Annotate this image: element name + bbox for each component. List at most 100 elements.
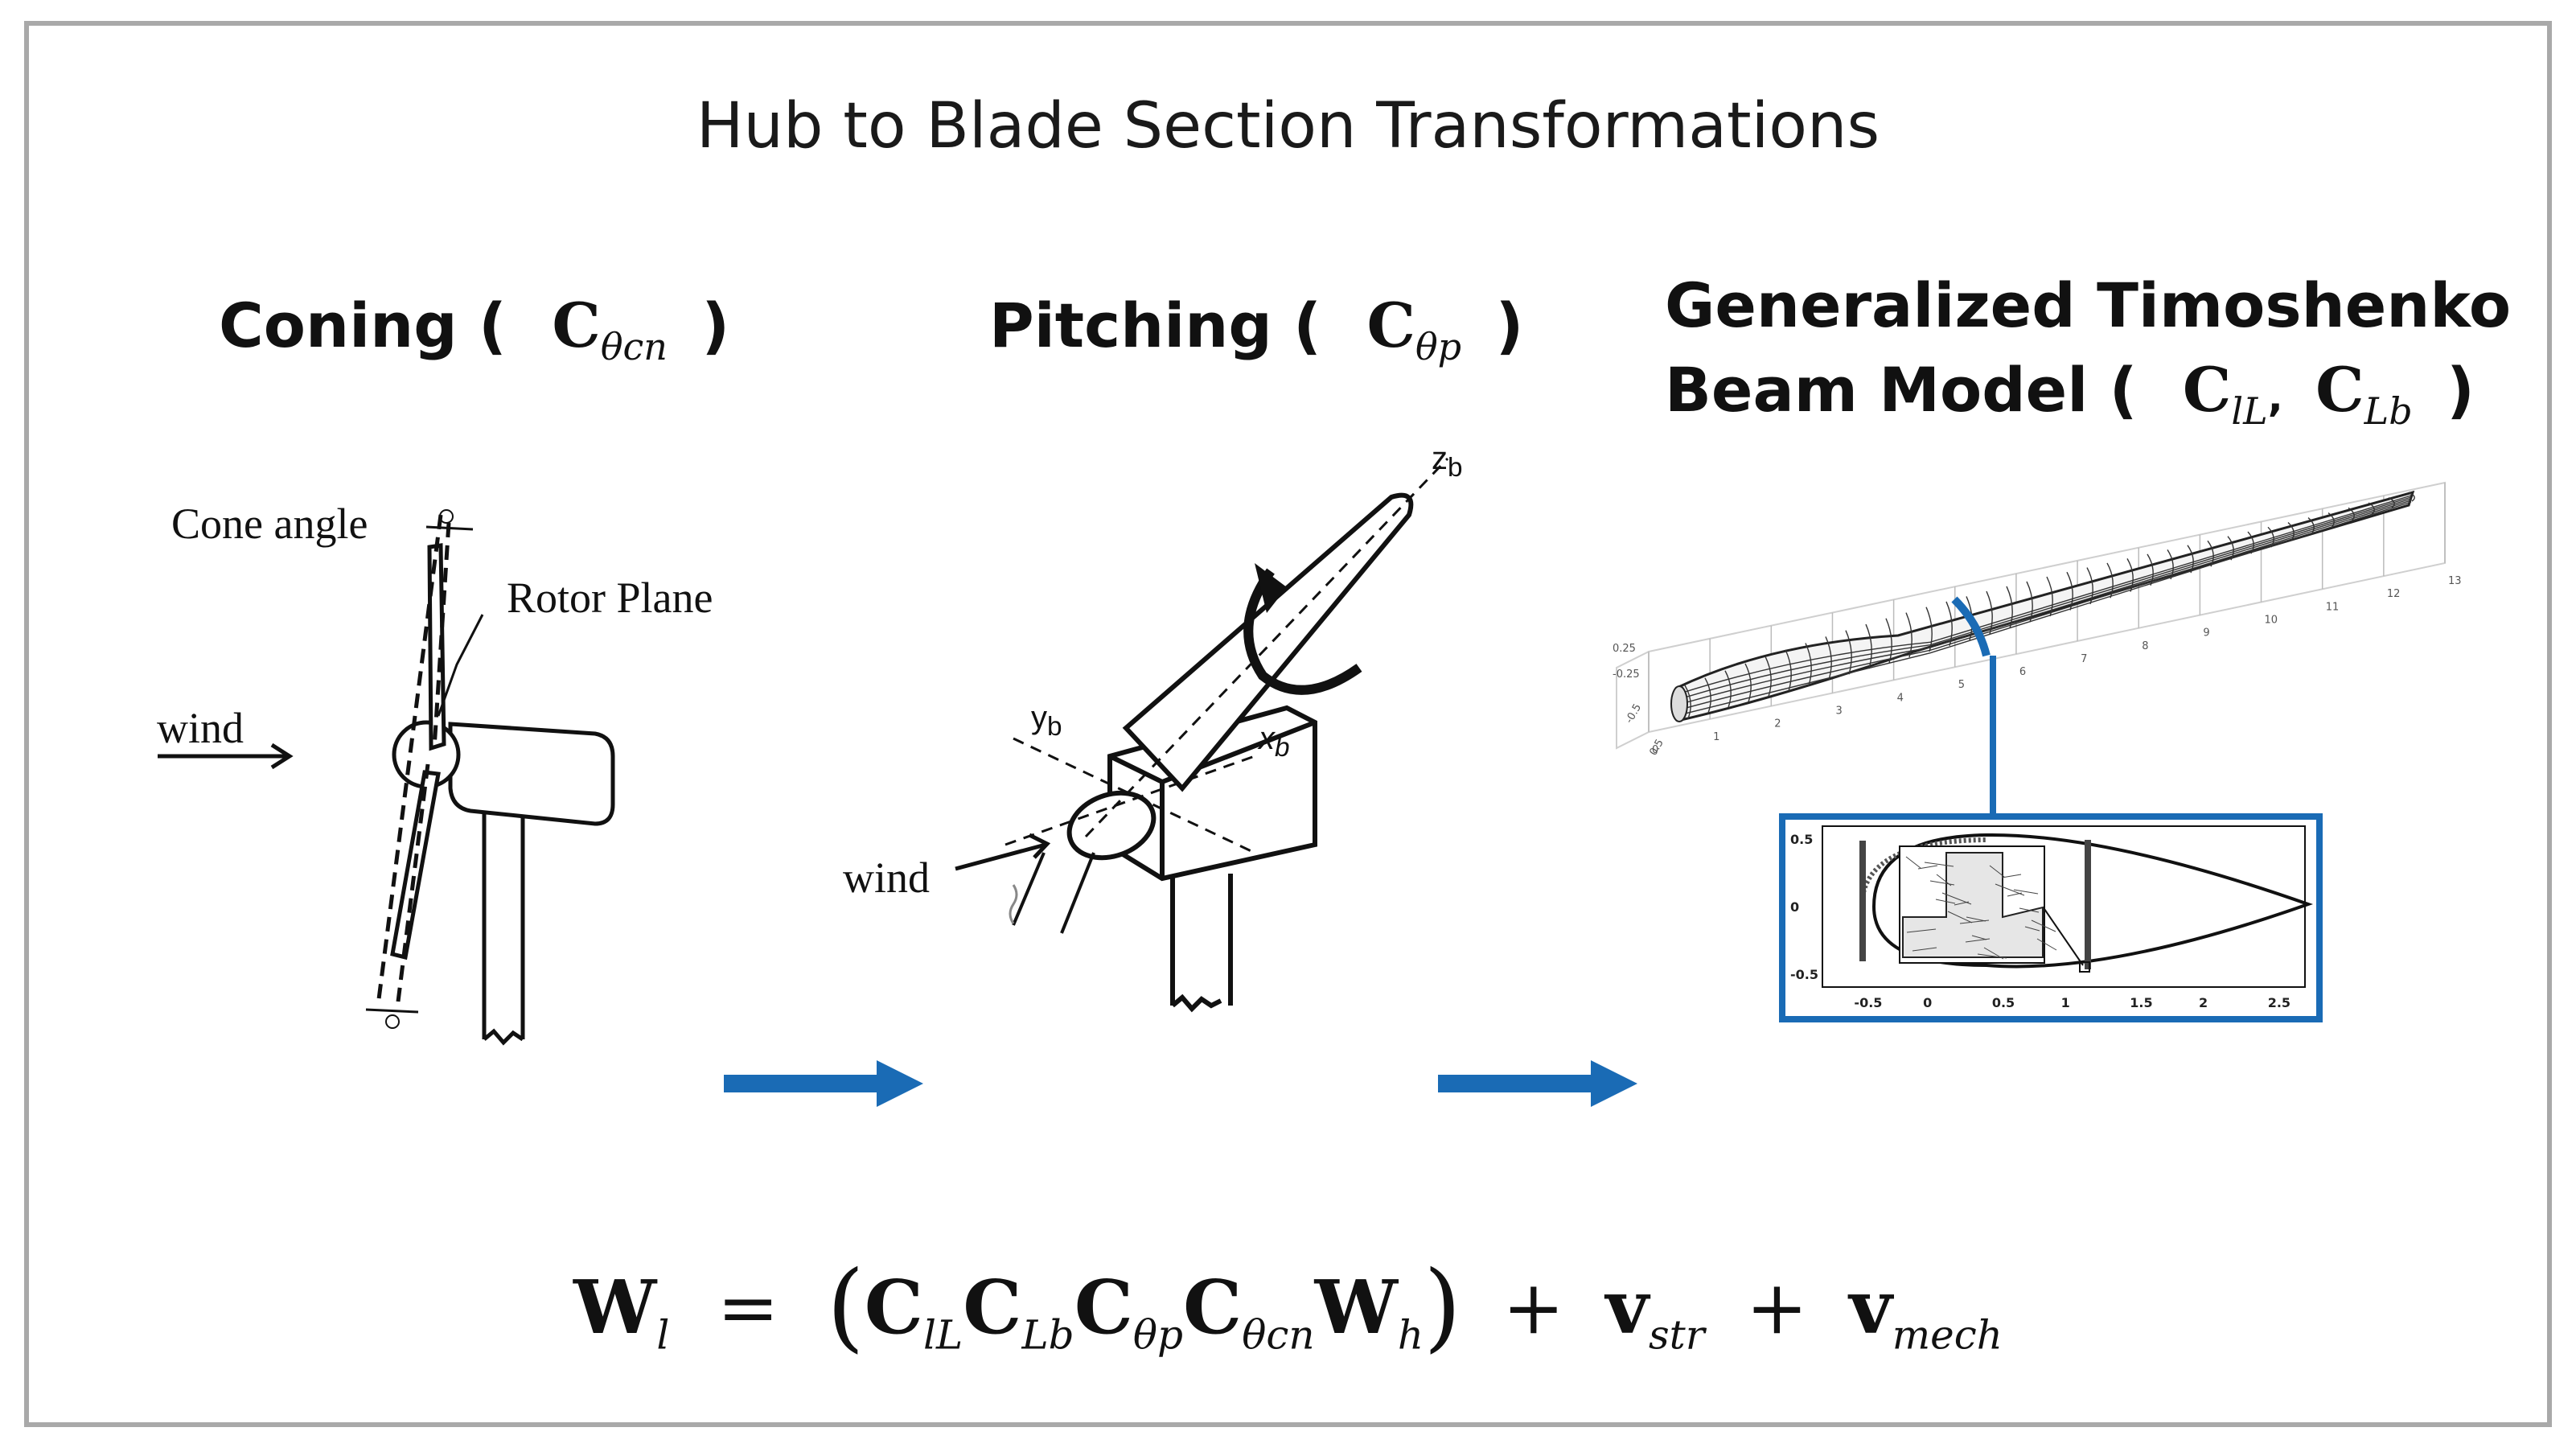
mesh-zoom-edge xyxy=(2019,907,2040,913)
pitching-wind-arrow-shaft xyxy=(955,842,1046,871)
beam-mesh-rib xyxy=(2066,571,2073,611)
y-axis-line xyxy=(1013,737,1255,854)
rotor-plane-line xyxy=(376,514,443,1006)
transformation-equation: Wl = (ClLCLbCθpCθcnWh) + vstr + vmech xyxy=(573,1251,2003,1363)
rotor-plane-line-upper xyxy=(432,522,451,749)
mesh-zoom-leader xyxy=(2044,908,2084,966)
beam-x-tick: 5 xyxy=(1958,679,1965,691)
mesh-zoom-edge xyxy=(2031,919,2056,932)
beam-x-tick: 1 xyxy=(1713,731,1719,743)
beam-mesh-rib xyxy=(1684,685,1691,719)
close-paren: ) xyxy=(1424,1251,1461,1363)
beam-x-tick: 0 xyxy=(1652,744,1658,756)
beam-root-section xyxy=(1670,685,1688,722)
section-y-tick: 0.5 xyxy=(1790,832,1813,847)
airfoil-outline xyxy=(1871,833,2314,969)
mesh-zoom-edge xyxy=(1929,880,1955,886)
pitch-rotation-arrowhead xyxy=(1255,563,1287,613)
slide-frame xyxy=(24,21,2552,1427)
cone-angle-label: Cone angle xyxy=(171,500,368,548)
beam-mesh-stringer xyxy=(1680,498,2412,705)
mesh-zoom-edge xyxy=(1966,916,1986,922)
beam-mesh-stringer xyxy=(1680,500,2412,710)
mesh-zoom-edge xyxy=(1906,928,1937,933)
beam-plot-box-side xyxy=(1616,651,1650,750)
beam-mesh-rib xyxy=(1986,590,1993,635)
beam-x-tick: 11 xyxy=(2326,601,2340,613)
beam-mesh-rib xyxy=(1945,601,1953,646)
beam-mesh-stringer xyxy=(1680,496,2412,700)
mesh-zoom-edge xyxy=(1954,901,1970,906)
beam-x-tick: 8 xyxy=(2142,640,2148,652)
cone-angle-marker-bottom xyxy=(365,1008,419,1014)
beam-x-tick: 6 xyxy=(2019,666,2026,678)
mesh-zoom-edge xyxy=(1917,865,1938,870)
flow-arrow-1-shaft xyxy=(724,1075,885,1092)
coning-tower xyxy=(482,804,525,1046)
beam-mesh-rib xyxy=(2126,558,2134,592)
section-x-tick: 2.5 xyxy=(2268,995,2290,1010)
mesh-zoom-edge xyxy=(2024,926,2040,932)
mesh-zoom-laminate xyxy=(1902,852,2044,958)
section-y-tick: -0.5 xyxy=(1790,967,1818,982)
page-title: Hub to Blade Section Transformations xyxy=(696,90,1880,162)
beam-x-tick: 2 xyxy=(1774,718,1781,730)
coning-wind-label: wind xyxy=(157,704,244,752)
mesh-zoom-edge xyxy=(1935,899,1956,904)
beam-mesh-rib xyxy=(1905,612,1912,658)
mesh-zoom-edge xyxy=(1936,874,1952,886)
mesh-zoom-edge xyxy=(1971,935,1987,940)
pitching-heading: Pitching ( Cθp ) xyxy=(989,290,1524,369)
beam-x-tick: 10 xyxy=(2265,614,2278,626)
mesh-zoom-marker xyxy=(2079,961,2090,973)
section-y-ticks: 0.50-0.5 xyxy=(1790,832,1818,982)
pitching-wind-label: wind xyxy=(843,854,930,902)
mesh-zoom-edge xyxy=(2013,889,2039,895)
cone-angle-symbol-bottom xyxy=(385,1014,400,1029)
z-axis-label: zb xyxy=(1432,441,1463,483)
mesh-zoom-edge xyxy=(1947,911,1973,924)
flow-arrow-2-shaft xyxy=(1438,1075,1599,1092)
pitching-wind-arrow-head xyxy=(1028,833,1051,859)
beam-mesh-rib xyxy=(2106,562,2114,599)
highlighted-section-ring xyxy=(1951,596,1991,657)
timoshenko-heading-line1: Generalized Timoshenko xyxy=(1665,269,2512,341)
beam-mesh-stringer xyxy=(1680,501,2412,716)
beam-mesh-rib xyxy=(2408,492,2415,502)
beam-mesh-rib xyxy=(2086,567,2093,605)
beam-mesh-rib xyxy=(1825,636,1832,681)
section-x-tick: 1.5 xyxy=(2130,995,2152,1010)
beam-mesh-rib xyxy=(1744,663,1752,702)
beam-mesh-lines xyxy=(1680,492,2415,719)
rotor-plane-leader xyxy=(437,614,484,717)
beam-x-tick: 7 xyxy=(2081,653,2087,665)
beam-x-tick: 4 xyxy=(1897,692,1904,704)
pitch-rotation-arrow xyxy=(1243,568,1362,695)
section-x-tick: 0 xyxy=(1923,995,1932,1010)
section-x-tick: 2 xyxy=(2199,995,2208,1010)
rotor-plane-line-lower xyxy=(396,763,430,1002)
x-axis-line xyxy=(1005,755,1255,846)
cone-angle-marker-top xyxy=(425,525,474,531)
mesh-zoom-edge xyxy=(2007,892,2023,897)
pitching-shaft xyxy=(1012,852,1095,934)
mesh-zoom-edge xyxy=(1924,862,1954,867)
pitching-tower xyxy=(1170,874,1233,1013)
mesh-zoom-lines xyxy=(1905,856,2057,960)
beam-x-tick: 3 xyxy=(1835,705,1842,718)
mesh-zoom-edge xyxy=(1989,865,2005,878)
mesh-zoom-edge xyxy=(2036,938,2057,951)
flow-arrow-2-head xyxy=(1591,1060,1637,1107)
beam-mesh-rib xyxy=(1724,670,1732,708)
mesh-zoom-edge xyxy=(2001,874,2022,878)
y-axis-label: yb xyxy=(1031,700,1062,742)
z-axis-line xyxy=(1084,457,1449,838)
mesh-zoom-edge xyxy=(1977,953,2007,959)
coning-wind-arrow-head xyxy=(270,743,294,770)
beam-x-tick: 9 xyxy=(2203,627,2209,640)
section-x-tick: 0.5 xyxy=(1992,995,2015,1010)
